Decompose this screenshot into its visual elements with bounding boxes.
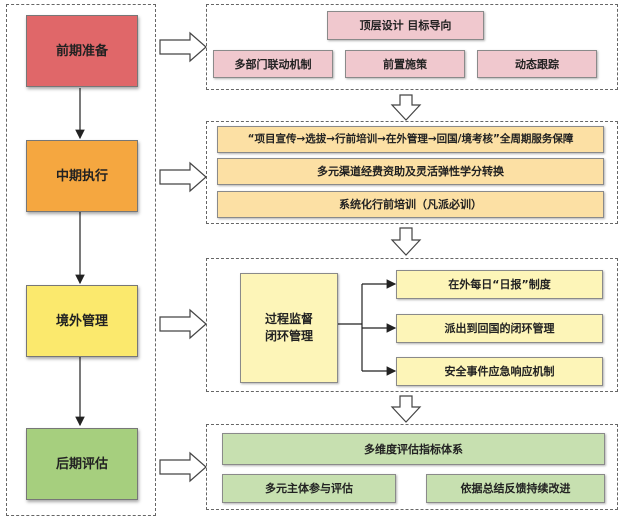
phase-box-eval: 后期评估 <box>26 428 138 500</box>
overseas-item-1: 在外每日“日报”制度 <box>396 270 603 299</box>
eval-item-2: 依据总结反馈持续改进 <box>426 474 605 503</box>
exec-item-3: 系统化行前培训（凡派必训） <box>217 191 604 218</box>
phase-box-prep: 前期准备 <box>26 15 138 87</box>
down-arrow-1 <box>390 94 422 121</box>
down-arrow-3 <box>390 395 422 423</box>
prep-item-1: 多部门联动机制 <box>213 50 333 78</box>
phase-box-exec: 中期执行 <box>26 140 138 212</box>
right-arrow-3 <box>159 308 207 340</box>
phase-column <box>6 4 156 516</box>
exec-item-2: 多元渠道经费资助及灵活弹性学分转换 <box>217 158 604 185</box>
eval-top-box: 多维度评估指标体系 <box>222 433 605 465</box>
prep-top-box: 顶层设计 目标导向 <box>327 11 484 40</box>
overseas-group <box>206 258 618 392</box>
right-arrow-4 <box>159 451 207 483</box>
eval-item-1: 多元主体参与评估 <box>222 474 396 503</box>
down-arrow-2 <box>390 227 422 256</box>
prep-item-2: 前置施策 <box>345 50 465 78</box>
phase-box-overseas: 境外管理 <box>26 285 138 357</box>
prep-item-3: 动态跟踪 <box>477 50 597 78</box>
overseas-item-2: 派出到回国的闭环管理 <box>396 314 603 343</box>
exec-group <box>206 121 618 224</box>
right-arrow-1 <box>159 31 207 63</box>
right-arrow-2 <box>159 161 207 193</box>
exec-item-1: “项目宣传→选拔→行前培训→在外管理→回国/境考核”全周期服务保障 <box>217 126 604 153</box>
overseas-item-3: 安全事件应急响应机制 <box>396 357 603 386</box>
overseas-process-box: 过程监督 闭环管理 <box>240 273 338 383</box>
